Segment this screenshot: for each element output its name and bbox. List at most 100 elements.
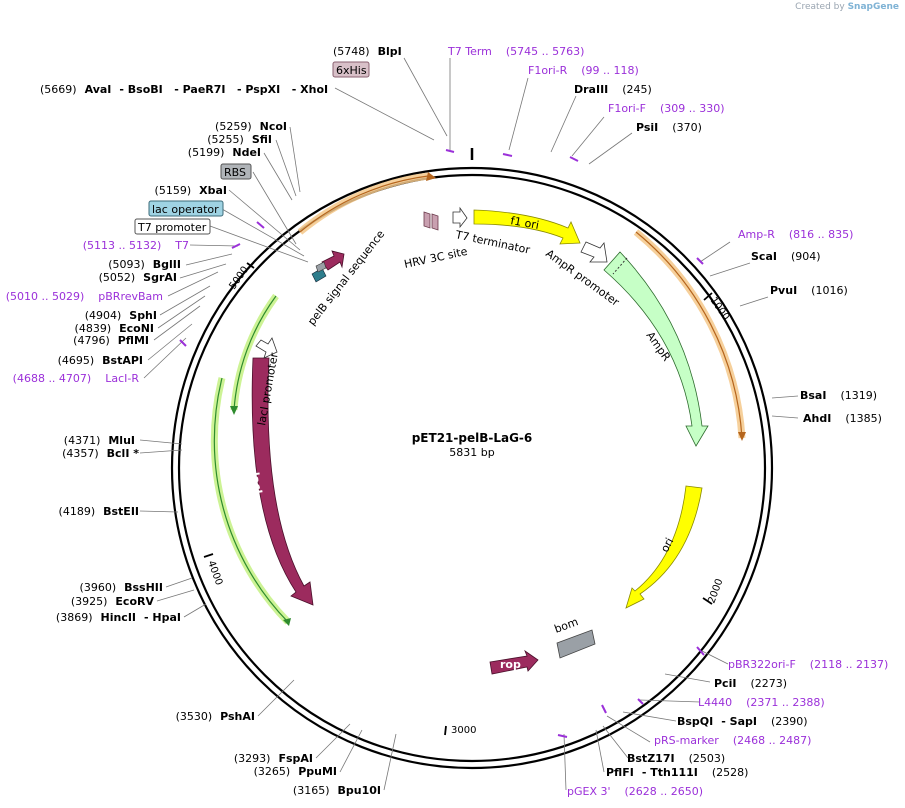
green-glow-outer: [210, 377, 291, 625]
primer-name: F1ori-F: [608, 102, 646, 115]
svg-text:(4189)BstEII: (4189)BstEII: [59, 505, 139, 518]
left-labels: (5669)AvaI- BsoBI - PaeR7I - PspXI - Xho…: [6, 83, 381, 797]
svg-text:BstZ17I(2503): BstZ17I(2503): [627, 752, 725, 765]
feature-laci-promoter[interactable]: [255, 337, 278, 359]
site-name: BclI *: [107, 447, 140, 460]
label-ampr-prom: AmpR promoter: [543, 247, 622, 309]
svg-text:(3869)HincII- HpaI: (3869)HincII- HpaI: [56, 611, 181, 624]
site-pos: (3530): [176, 710, 213, 723]
svg-text:PflFI- Tth111I(2528): PflFI- Tth111I(2528): [606, 766, 748, 779]
plasmid-name: pET21-pelB-LaG-6: [412, 431, 533, 445]
svg-text:(5093)BglII: (5093)BglII: [108, 258, 181, 271]
primer-pos: (5113 .. 5132): [83, 239, 162, 252]
svg-text:BsaI(1319): BsaI(1319): [800, 389, 877, 402]
tick-label-3000: 3000: [451, 725, 476, 736]
site-pos: (5255): [207, 133, 244, 146]
site-pos: (2273): [750, 677, 787, 690]
label-f1ori: f1 ori: [509, 214, 540, 232]
primer-marks: [179, 149, 705, 738]
site-pos: (4839): [75, 322, 112, 335]
site-name: FspAI: [278, 752, 313, 765]
label-t7-promoter: T7 promoter: [137, 221, 207, 234]
site-name: PflFI: [606, 766, 634, 779]
primer-name: F1ori-R: [528, 64, 568, 77]
svg-text:(4371)MluI: (4371)MluI: [64, 434, 135, 447]
ampr-dotted: [612, 257, 628, 275]
label-rop: rop: [500, 658, 521, 671]
site-name: NdeI: [232, 146, 261, 159]
green-line-inner: [233, 295, 277, 411]
label-rbs: RBS: [224, 166, 246, 179]
feature-rop[interactable]: [489, 649, 539, 675]
feature-f1ori[interactable]: [473, 209, 581, 245]
green-arrowhead-inner: [230, 406, 238, 415]
site-name: PshAI: [220, 710, 255, 723]
svg-text:(3960)BssHII: (3960)BssHII: [80, 581, 163, 594]
svg-text:(4904)SphI: (4904)SphI: [85, 309, 157, 322]
svg-text:(4357)BclI *: (4357)BclI *: [62, 447, 139, 460]
label-6xhis: 6xHis: [336, 64, 367, 77]
site-pos: (1319): [840, 389, 877, 402]
svg-text:BspQI- SapI(2390): BspQI - SapI (2390): [677, 715, 808, 728]
orange-glow-top: [297, 172, 429, 235]
feature-ampr[interactable]: [603, 251, 709, 447]
site-pos: (2503): [689, 752, 726, 765]
feature-pelb-gray: [315, 261, 327, 273]
box-6xhis[interactable]: [332, 61, 370, 78]
feature-hrv-1[interactable]: [423, 211, 431, 229]
site-name: MluI: [108, 434, 135, 447]
feature-hrv-2[interactable]: [431, 213, 439, 231]
site-name: NcoI: [260, 120, 287, 133]
feature-pelb[interactable]: [321, 250, 345, 271]
svg-text:PvuI(1016): PvuI(1016): [770, 284, 848, 297]
svg-text:pRS-marker(2468 .. 2487): pRS-marker(2468 .. 2487): [654, 734, 811, 747]
site-name2: - Tth111I: [642, 766, 698, 779]
svg-text:ScaI(904): ScaI(904): [751, 250, 821, 263]
site-pos: (3293): [234, 752, 271, 765]
svg-text:(3265)PpuMI: (3265)PpuMI: [254, 765, 337, 778]
svg-text:(3165)Bpu10I: (3165)Bpu10I: [293, 784, 381, 797]
site-extra: - HpaI: [144, 611, 181, 624]
leader-lines: [139, 57, 799, 791]
site-name: ScaI: [751, 250, 777, 263]
primer-name: pBR322ori-F: [728, 658, 796, 671]
primer-name: pBRrevBam: [98, 290, 163, 303]
site-pos: (245): [622, 83, 652, 96]
site-pos: (5748): [333, 45, 370, 58]
site-pos: (5199): [188, 146, 225, 159]
site-pos: (2390): [771, 715, 808, 728]
plasmid-length: 5831 bp: [449, 446, 494, 459]
site-name2: - SapI: [721, 715, 757, 728]
site-extra: - BsoBI - PaeR7I - PspXI - XhoI: [119, 83, 328, 96]
site-pos: (1385): [845, 412, 882, 425]
site-name: BspQI: [677, 715, 713, 728]
label-hrv: HRV 3C site: [403, 245, 469, 271]
svg-text:F1ori-F(309 .. 330): F1ori-F(309 .. 330): [608, 102, 725, 115]
box-rbs[interactable]: [220, 163, 252, 180]
feature-bom[interactable]: [556, 629, 596, 659]
primer-name: pRS-marker: [654, 734, 719, 747]
svg-text:Amp-R(816 .. 835): Amp-R(816 .. 835): [738, 228, 853, 241]
svg-text:(5669)AvaI- BsoBI - PaeR7I: (5669)AvaI- BsoBI - PaeR7I - PspXI - Xho…: [40, 83, 328, 96]
svg-text:(5010 .. 5029)pBRrevBam: (5010 .. 5029)pBRrevBam: [6, 290, 163, 303]
primer-name: T7 Term: [447, 45, 492, 58]
site-name: Bpu10I: [338, 784, 382, 797]
orange-line-top: [299, 175, 429, 233]
box-lac-operator[interactable]: [148, 200, 224, 217]
box-t7-promoter[interactable]: [134, 218, 211, 235]
label-ori: ori: [658, 536, 676, 555]
primer-pos: (5745 .. 5763): [506, 45, 585, 58]
site-pos: (5093): [108, 258, 145, 271]
backbone-outer: [170, 166, 774, 770]
feature-laci[interactable]: [251, 357, 314, 606]
tick-label-4000: 4000: [205, 559, 224, 587]
feature-ampr-promoter[interactable]: [580, 241, 608, 263]
primer-pos: (2371 .. 2388): [746, 696, 825, 709]
feature-ori[interactable]: [625, 485, 703, 609]
site-name: BlpI: [378, 45, 402, 58]
svg-text:(5199)NdeI: (5199) NdeI: [188, 146, 261, 159]
feature-t7term-arrow[interactable]: [452, 206, 468, 229]
green-arrowhead-outer: [283, 618, 291, 626]
site-name: PciI: [714, 677, 736, 690]
